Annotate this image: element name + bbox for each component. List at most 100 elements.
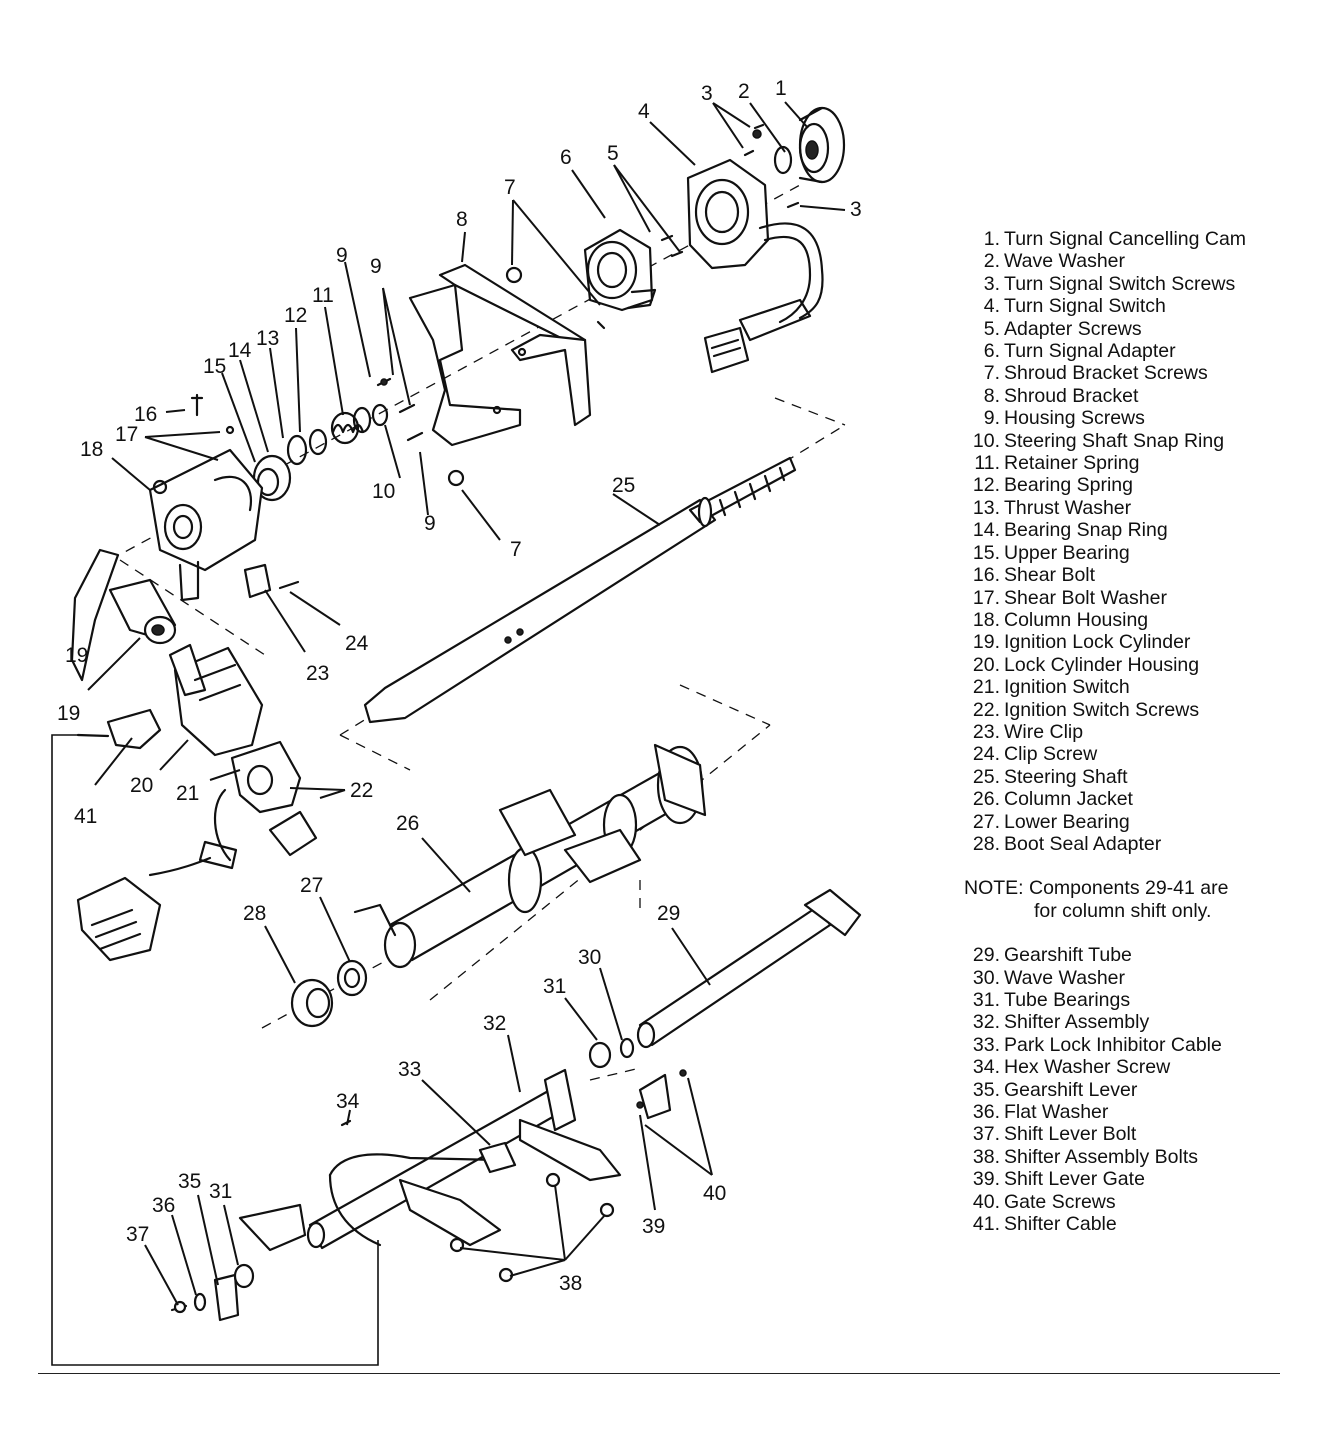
legend-item-number: 8. [983,384,1000,407]
legend-item: 16.Shear Bolt [964,564,1304,586]
legend-item: 32.Shifter Assembly [964,1011,1304,1033]
legend-item-label: Retainer Spring [1004,452,1140,475]
callout-15: 15 [203,355,226,378]
shifter-cable [76,708,162,750]
shift-lever-gate [638,1073,672,1120]
callout-7b: 7 [510,538,522,561]
ignition-lock-cylinder [70,548,177,682]
legend-item-label: Shifter Assembly Bolts [1004,1145,1198,1168]
shifter-assembly [238,1068,622,1283]
legend-item-label: Bearing Snap Ring [1004,519,1168,542]
legend-item-label: Shroud Bracket [1004,384,1139,407]
wave-washer [773,145,793,175]
legend-item-number: 33. [972,1033,1000,1056]
callout-8: 8 [456,208,468,231]
legend-item-number: 24. [972,743,1000,766]
legend-item-label: Boot Seal Adapter [1004,832,1162,855]
legend-item: 2.Wave Washer [964,250,1304,272]
legend-item: 5.Adapter Screws [964,318,1304,340]
turn-signal-adapter [583,228,657,312]
legend-item-number: 25. [972,765,1000,788]
callout-3b: 3 [850,198,862,221]
legend-item-label: Lock Cylinder Housing [1004,653,1200,676]
legend-item: 20.Lock Cylinder Housing [964,654,1304,676]
legend-item: 15.Upper Bearing [964,542,1304,564]
legend-item: 1.Turn Signal Cancelling Cam [964,228,1304,250]
legend-item-number: 21. [972,676,1000,699]
legend-item-number: 35. [972,1078,1000,1101]
legend-item-label: Shift Lever Bolt [1004,1123,1137,1146]
callout-20: 20 [130,774,153,797]
legend-item: 26.Column Jacket [964,788,1304,810]
legend-item-label: Wave Washer [1004,966,1125,989]
legend-item-label: Shifter Assembly [1004,1011,1150,1034]
legend-item: 35.Gearshift Lever [964,1079,1304,1101]
park-lock-inhibitor-cable [328,1141,517,1247]
bottom-rule [38,1373,1280,1374]
legend-item: 30.Wave Washer [964,967,1304,989]
lock-cylinder-housing [168,643,264,757]
callout-24: 24 [345,632,369,655]
tube-bearing [588,1041,612,1069]
callout-9c: 9 [424,512,436,535]
column-housing [148,448,264,602]
legend-item-number: 38. [972,1145,1000,1168]
turn-signal-cancelling-cam [798,106,846,184]
legend-item: 12.Bearing Spring [964,474,1304,496]
legend-item-number: 34. [972,1056,1000,1079]
legend-item: 36.Flat Washer [964,1101,1304,1123]
adapter-screws [660,234,684,258]
steering-shaft [363,456,797,724]
legend-item-label: Shear Bolt Washer [1004,586,1167,609]
callout-36: 36 [152,1194,175,1217]
note-line-2: for column shift only. [1034,899,1212,922]
callout-19: 19 [57,702,80,725]
legend-item-number: 4. [983,295,1000,318]
legend-item: 40.Gate Screws [964,1191,1304,1213]
legend-item-number: 5. [983,317,1000,340]
legend-item: 28.Boot Seal Adapter [964,833,1304,855]
callout-7: 7 [504,176,516,199]
callout-38: 38 [559,1272,582,1295]
legend-item-number: 37. [972,1123,1000,1146]
legend-item-label: Steering Shaft Snap Ring [1004,429,1225,452]
legend-item: 31.Tube Bearings [964,989,1304,1011]
legend-item-label: Column Housing [1004,608,1149,631]
legend-item-label: Gearshift Tube [1004,944,1132,967]
callout-28: 28 [243,902,266,925]
gearshift-tube [636,888,862,1049]
legend-item-number: 3. [983,272,1000,295]
legend-item-number: 1. [983,228,1000,250]
legend-item: 14.Bearing Snap Ring [964,519,1304,541]
legend-item-number: 32. [972,1011,1000,1034]
legend-item-number: 11. [974,452,1000,475]
hex-washer-screw [340,1119,352,1127]
legend-item: 22.Ignition Switch Screws [964,699,1304,721]
column-jacket [353,743,707,969]
legend-item-label: Turn Signal Switch Screws [1004,272,1236,295]
callout-34: 34 [336,1090,360,1113]
callout-32: 32 [483,1012,506,1035]
callout-4: 4 [638,100,650,123]
legend-item-number: 15. [972,541,1000,564]
bearing-snap-ring [286,434,308,466]
callout-39: 39 [642,1215,665,1238]
legend-item-number: 31. [972,989,1000,1011]
callout-18: 18 [80,438,103,461]
legend-item: 10.Steering Shaft Snap Ring [964,430,1304,452]
callout-27: 27 [300,874,323,897]
legend-item-number: 41. [972,1213,1000,1236]
legend-item-label: Turn Signal Adapter [1004,340,1176,363]
gearshift-lever [213,1273,240,1322]
callout-23: 23 [306,662,329,685]
callout-5: 5 [607,142,619,165]
legend-item: 7.Shroud Bracket Screws [964,362,1304,384]
legend-item-number: 26. [972,788,1000,811]
callout-29: 29 [657,902,680,925]
callout-11: 11 [312,284,334,307]
legend-item-label: Turn Signal Switch [1004,295,1166,318]
legend-item: 18.Column Housing [964,609,1304,631]
legend-item-label: Column Jacket [1004,788,1133,811]
legend-item-label: Gate Screws [1004,1190,1116,1213]
